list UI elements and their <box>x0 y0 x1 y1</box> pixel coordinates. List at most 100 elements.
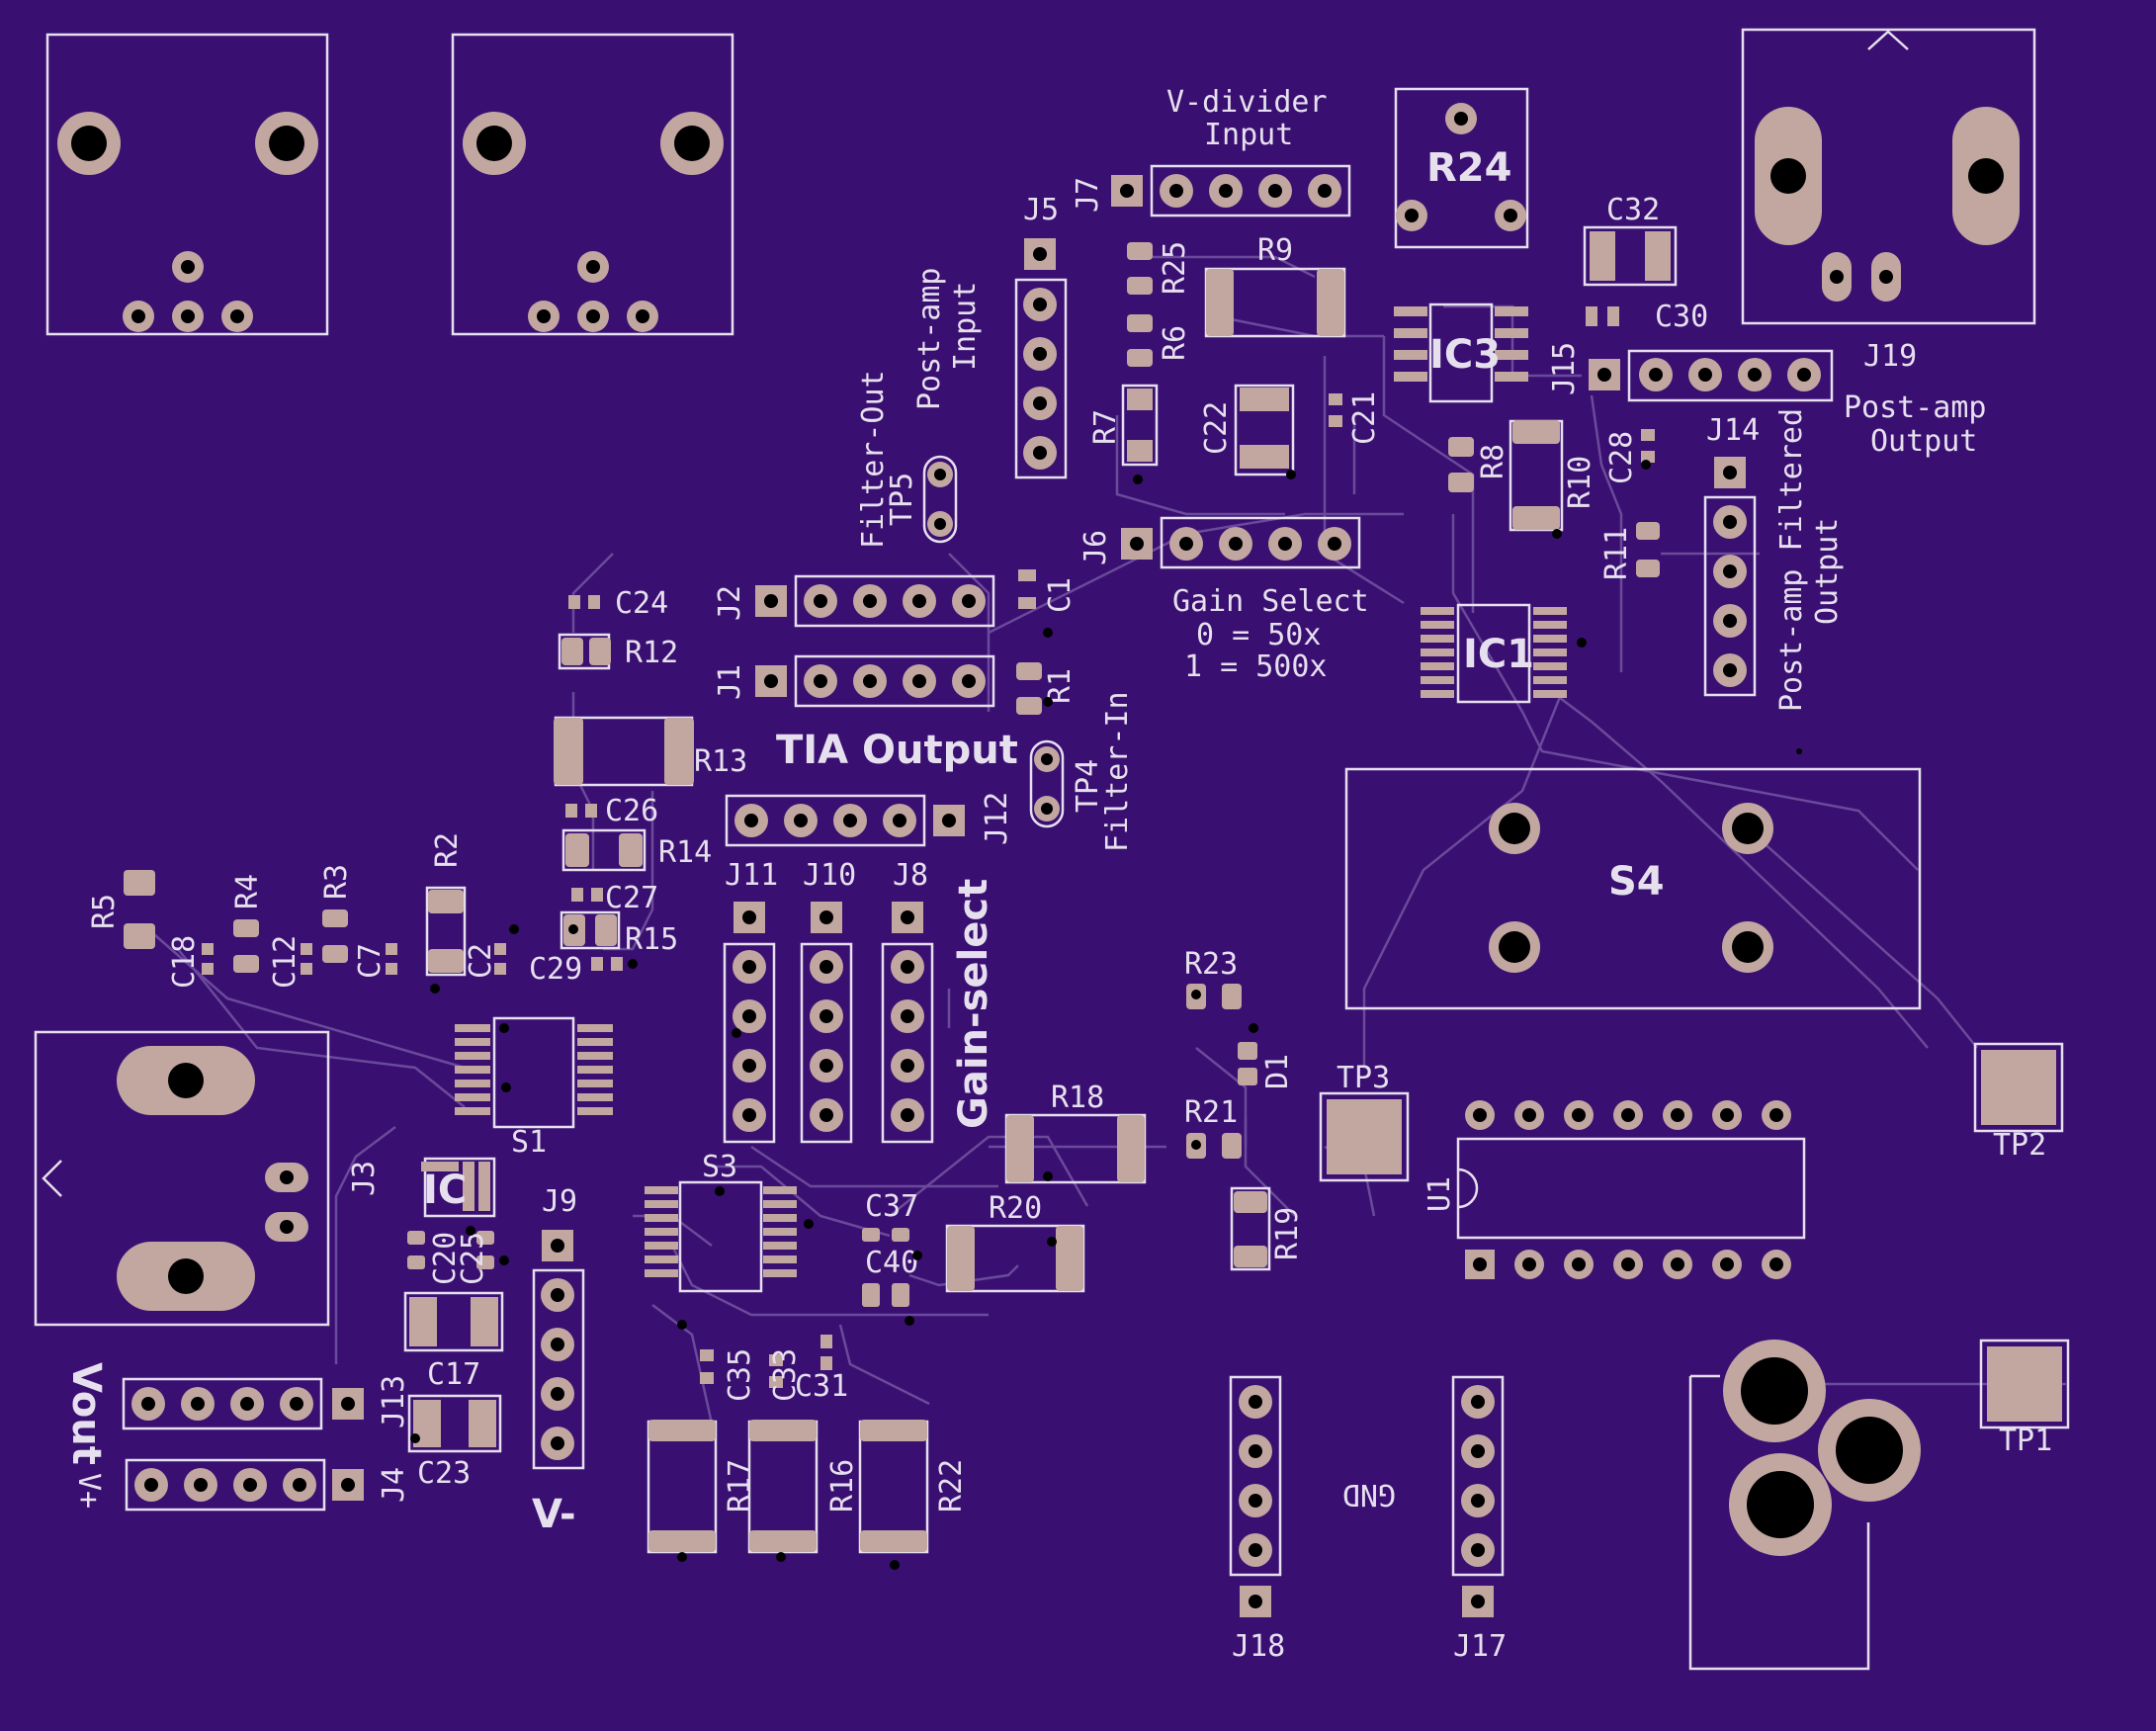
ref-c25: C25 <box>456 1232 490 1285</box>
ref-j4: J4 <box>377 1467 411 1503</box>
ref-r8: R8 <box>1476 444 1510 479</box>
res-r13: R13 <box>554 716 747 787</box>
ref-r17: R17 <box>723 1459 757 1513</box>
ref-c33: C33 <box>768 1348 803 1402</box>
ref-c28: C28 <box>1604 431 1639 484</box>
cap-c17: C17 <box>403 1291 504 1392</box>
ref-r7: R7 <box>1088 409 1123 445</box>
cap-c18: C18 <box>167 935 214 989</box>
header-j17: J17 <box>1451 1375 1507 1664</box>
ref-j14: J14 <box>1706 413 1760 448</box>
res-r11: R11 <box>1599 522 1660 580</box>
ref-r11: R11 <box>1599 527 1634 580</box>
res-r22: R22 <box>858 1420 969 1554</box>
ref-r2: R2 <box>430 832 465 868</box>
res-r2: R2 <box>425 832 467 977</box>
ref-r19: R19 <box>1270 1207 1305 1260</box>
label-post-amp-input-2: Input <box>948 282 983 371</box>
ref-tp2: TP2 <box>1993 1128 2046 1163</box>
ref-r4: R4 <box>230 874 265 909</box>
ic-small: IC <box>421 1157 496 1218</box>
label-vplus: V+ <box>71 1473 106 1509</box>
ref-r16: R16 <box>825 1459 860 1513</box>
ref-j8: J8 <box>893 858 928 893</box>
label-post-amp-filtered-1: Post-amp Filtered <box>1774 408 1809 712</box>
ref-ic: IC <box>423 1168 467 1213</box>
ref-j17: J17 <box>1453 1629 1507 1664</box>
label-filter-in: Filter-In <box>1100 691 1135 852</box>
cap-c24: C24 <box>568 586 668 621</box>
diode-d1: D1 <box>1238 1042 1295 1089</box>
cap-c12: C12 <box>268 935 312 989</box>
header-j12: J12 <box>725 792 1014 847</box>
cap-c26: C26 <box>565 794 658 828</box>
ref-j7: J7 <box>1071 177 1105 213</box>
ref-c31: C31 <box>795 1369 848 1404</box>
header-j7: J7 <box>1071 164 1351 217</box>
header-j6: J6 <box>1078 516 1361 569</box>
label-filter-out: Filter-Out <box>856 370 891 549</box>
label-gnd: GND <box>1342 1477 1396 1512</box>
ref-r13: R13 <box>694 744 747 779</box>
res-r16: R16 <box>747 1420 860 1554</box>
header-j5: J5 <box>1014 193 1068 479</box>
trimmer-r24: R24 <box>1394 87 1529 249</box>
ref-c17: C17 <box>427 1357 480 1392</box>
jack-top-left-2 <box>451 33 734 336</box>
cap-c37: C37 <box>862 1189 918 1242</box>
cap-c20: C20 <box>407 1231 463 1285</box>
switch-s1: S1 <box>455 1016 613 1160</box>
res-r20: R20 <box>945 1191 1085 1293</box>
header-j9: J9 <box>532 1184 585 1470</box>
ref-ic3: IC3 <box>1429 332 1501 378</box>
ref-ic1: IC1 <box>1463 632 1534 677</box>
ref-r14: R14 <box>658 835 712 870</box>
header-j18: J18 <box>1229 1375 1285 1664</box>
ref-c18: C18 <box>167 935 202 989</box>
cap-c21: C21 <box>1329 391 1382 445</box>
label-vout: Vout <box>63 1362 109 1465</box>
cap-c27: C27 <box>571 881 658 915</box>
label-post-amp-output-1: Post-amp <box>1844 390 1987 425</box>
ref-c40: C40 <box>865 1246 918 1280</box>
ic1: IC1 <box>1421 603 1567 704</box>
barrel-connector <box>1688 1340 1921 1671</box>
ref-j1: J1 <box>713 664 747 700</box>
ref-c30: C30 <box>1655 300 1708 334</box>
res-r18: R18 <box>1004 1081 1147 1184</box>
ref-j6: J6 <box>1078 530 1113 565</box>
header-j14: J14 <box>1703 413 1760 697</box>
ref-tp4: TP4 <box>1071 759 1105 813</box>
ref-c23: C23 <box>417 1456 471 1491</box>
ref-c37: C37 <box>865 1189 918 1224</box>
ic3: IC3 <box>1394 303 1528 403</box>
testpoint-tp5: TP5 <box>885 455 958 544</box>
cap-c30: C30 <box>1586 300 1708 334</box>
cap-c7: C7 <box>353 943 397 979</box>
ref-u1: U1 <box>1423 1176 1457 1212</box>
ref-j5: J5 <box>1023 193 1059 227</box>
connector-j19: J19 <box>1741 28 2036 374</box>
cap-c1: C1 <box>1018 569 1078 613</box>
ref-c22: C22 <box>1199 401 1234 455</box>
res-r9: R9 <box>1204 233 1346 338</box>
label-gain-select: Gain Select <box>1172 584 1369 619</box>
header-j8: J8 <box>881 858 934 1144</box>
ref-tp1: TP1 <box>1999 1424 2052 1458</box>
label-gain-select-vertical: Gain-select <box>951 879 996 1129</box>
ref-c29: C29 <box>529 952 582 987</box>
cap-c23: C23 <box>407 1394 502 1491</box>
ref-s3: S3 <box>702 1150 737 1184</box>
ref-j10: J10 <box>803 858 856 893</box>
cap-c2: C2 <box>464 943 506 979</box>
ref-j12: J12 <box>980 792 1014 845</box>
ref-s1: S1 <box>511 1125 547 1160</box>
ref-j13: J13 <box>377 1375 411 1428</box>
ref-r15: R15 <box>625 922 678 957</box>
res-r19: R19 <box>1230 1186 1305 1271</box>
ref-c12: C12 <box>268 935 302 989</box>
ref-j3: J3 <box>347 1161 382 1196</box>
cap-c40: C40 <box>862 1246 918 1307</box>
